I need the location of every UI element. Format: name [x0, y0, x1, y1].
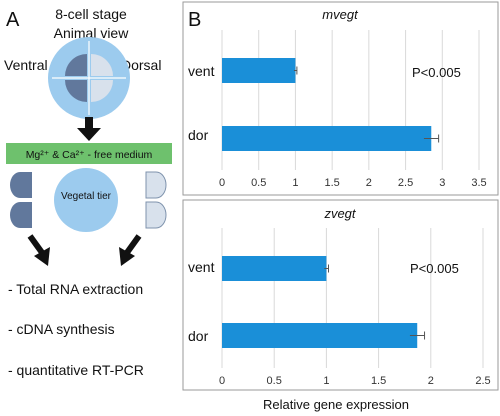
chart-zvegt: zvegt 0 0.5 1 1.5 2 2.5 vent dor P<0.005 [182, 199, 499, 391]
chart-mvegt-frame [182, 1, 499, 196]
ventral-blastomeres [65, 54, 87, 102]
blastomere-dorsal-top [91, 54, 113, 76]
chart-zvegt-category-vent: vent [188, 259, 215, 275]
chart-mvegt-title: mvegt [322, 7, 359, 22]
chart-mvegt-bars [222, 58, 440, 151]
chart-mvegt-category-dor: dor [188, 127, 209, 143]
panel-a-header-line2: Animal view [54, 25, 130, 41]
blastomere-ventral-top [65, 54, 87, 76]
step-total-rna-extraction: - Total RNA extraction [8, 281, 143, 297]
step-quantitative-rt-pcr: - quantitative RT-PCR [8, 362, 144, 378]
bar-dor [222, 126, 432, 151]
chart-zvegt-bars [222, 256, 426, 348]
chart-zvegt-ticks: 0 0.5 1 1.5 2 2.5 [219, 375, 491, 387]
medium-box [6, 143, 172, 164]
x-tick-label: 2.5 [475, 375, 490, 387]
bar-vent [222, 256, 327, 281]
x-tick-label: 1.5 [371, 375, 386, 387]
step-cdna-synthesis: - cDNA synthesis [8, 321, 115, 337]
x-tick-label: 3 [439, 177, 445, 189]
ventral-blastomere-upper-fill [10, 172, 32, 198]
x-tick-label: 0 [219, 177, 225, 189]
chart-mvegt-ticks: 0 0.5 1 1.5 2 2.5 3 3.5 [219, 177, 487, 189]
diagonal-arrow-icon [27, 234, 50, 266]
panel-a-header-line1: 8-cell stage [55, 6, 127, 22]
x-tick-label: 0 [219, 375, 225, 387]
vegetal-label: Vegetal tier [61, 191, 112, 202]
panel-b: B mvegt 0 0.5 1 1.5 2 2.5 3 3.5 vent dor P<0.00… [182, 1, 499, 412]
panel-b-letter: B [188, 9, 201, 31]
bar-vent [222, 58, 296, 83]
x-tick-label: 2 [366, 177, 372, 189]
panel-a: A 8-cell stage Animal view Ventral Dorsa… [4, 6, 172, 378]
bar-dor [222, 323, 418, 348]
diagonal-arrow-icon [119, 234, 142, 266]
x-tick-label: 1 [323, 375, 329, 387]
x-tick-label: 1 [292, 177, 298, 189]
x-tick-label: 0.5 [251, 177, 266, 189]
chart-mvegt-annotation: P<0.005 [412, 65, 461, 80]
x-tick-label: 0.5 [267, 375, 282, 387]
chart-mvegt-category-vent: vent [188, 63, 215, 79]
x-axis-label: Relative gene expression [263, 397, 409, 412]
blastomere-ventral-bottom [65, 80, 87, 102]
ventral-label: Ventral [4, 57, 48, 73]
dorsal-blastomere-upper [145, 171, 167, 199]
chart-zvegt-category-dor: dor [188, 328, 209, 344]
x-tick-label: 2 [428, 375, 434, 387]
x-tick-label: 2.5 [398, 177, 413, 189]
embryo-8cell-animal-view [48, 37, 130, 119]
chart-mvegt: mvegt 0 0.5 1 1.5 2 2.5 3 3.5 vent dor P<0.005 [182, 1, 499, 196]
blastomere-dorsal-bottom [91, 80, 113, 102]
x-tick-label: 3.5 [471, 177, 486, 189]
panel-a-letter: A [6, 9, 20, 31]
chart-zvegt-title: zvegt [323, 206, 356, 221]
ventral-blastomere-pair [10, 172, 32, 228]
dorsal-blastomere-lower [145, 201, 167, 229]
dorsal-blastomere-pair [145, 171, 167, 229]
chart-zvegt-annotation: P<0.005 [410, 261, 459, 276]
dorsal-label: Dorsal [121, 57, 161, 73]
medium-label: Mg²⁺ & Ca²⁺ - free medium [26, 149, 153, 161]
down-arrow-icon [77, 117, 101, 141]
x-tick-label: 1.5 [324, 177, 339, 189]
ventral-blastomere-lower [10, 202, 32, 228]
vegetal-tier-circle [54, 168, 118, 232]
chart-zvegt-frame [182, 199, 499, 391]
dorsal-blastomeres [91, 54, 113, 102]
